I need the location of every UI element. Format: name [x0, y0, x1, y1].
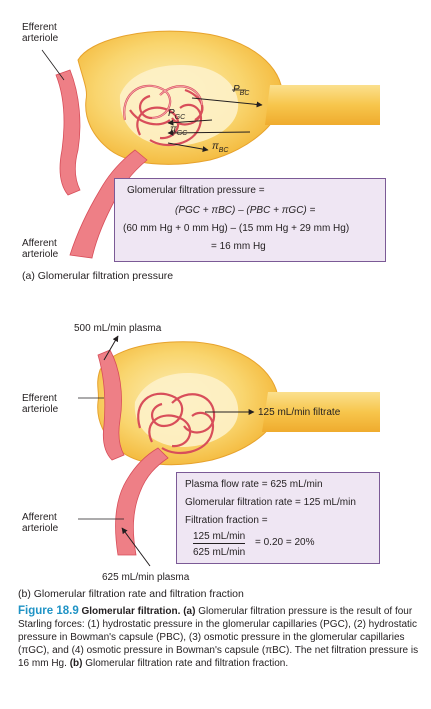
efferent-arteriole-label-b: Efferent arteriole	[22, 393, 59, 415]
figure-number: Figure 18.9	[18, 605, 79, 617]
filtrate-label: 125 mL/min filtrate	[258, 407, 341, 418]
caption-a: (a) Glomerular filtration pressure	[22, 270, 174, 282]
afferent-arteriole-a	[69, 149, 148, 259]
box-b-fraction-result: = 0.20 = 20%	[255, 537, 315, 548]
filtration-pressure-box: Glomerular filtration pressure = (PGC + …	[114, 178, 386, 262]
figure-text-b-label: (b)	[69, 658, 83, 669]
figure-text-b: Glomerular filtration rate and filtratio…	[82, 658, 289, 669]
box-b-plasma-flow: Plasma flow rate = 625 mL/min	[185, 479, 323, 490]
afferent-arteriole-label-b: Afferent arteriole	[22, 512, 59, 534]
plasma-out-label: 625 mL/min plasma	[102, 572, 190, 583]
figure-caption: Figure 18.9 Glomerular filtration. (a) G…	[18, 605, 423, 670]
box-b-ff-title: Filtration fraction =	[185, 515, 268, 526]
efferent-arteriole-a	[55, 69, 81, 196]
box-a-result: = 16 mm Hg	[211, 241, 266, 252]
filtration-fraction-box: Plasma flow rate = 625 mL/min Glomerular…	[176, 472, 380, 564]
box-a-formula: (PGC + πBC) – (PBC + πGC) =	[175, 205, 316, 216]
plasma-in-label: 500 mL/min plasma	[74, 323, 162, 334]
panel-a-drawing	[41, 30, 380, 259]
proximal-tubule-b	[262, 392, 380, 432]
panel-b-drawing	[78, 335, 380, 567]
p-gc-label: PGC	[168, 108, 186, 121]
pi-gc-label: πGC	[170, 124, 188, 137]
box-a-title: Glomerular filtration pressure =	[127, 185, 265, 196]
proximal-tubule-a	[265, 85, 380, 125]
figure-title: Glomerular filtration.	[81, 606, 181, 617]
p-bc-label: PBC	[233, 84, 250, 97]
box-b-gfr: Glomerular filtration rate = 125 mL/min	[185, 497, 356, 508]
figure-text-a: Glomerular filtration pressure is the re…	[18, 606, 419, 669]
afferent-arteriole-label-a: Afferent arteriole	[22, 238, 59, 260]
diagram-canvas	[41, 30, 380, 567]
glomerulus-b	[137, 392, 216, 455]
efferent-arteriole-b	[97, 349, 125, 461]
pi-bc-label: πBC	[212, 141, 229, 154]
figure-text-a-label: (a)	[183, 606, 196, 617]
efferent-arteriole-label-a: Efferent arteriole	[22, 22, 59, 44]
box-b-denominator: 625 mL/min	[193, 547, 246, 558]
box-b-numerator: 125 mL/min	[193, 531, 246, 544]
afferent-arteriole-b	[115, 447, 169, 556]
box-a-values: (60 mm Hg + 0 mm Hg) – (15 mm Hg + 29 mm…	[123, 223, 350, 234]
caption-b: (b) Glomerular filtration rate and filtr…	[18, 588, 244, 600]
